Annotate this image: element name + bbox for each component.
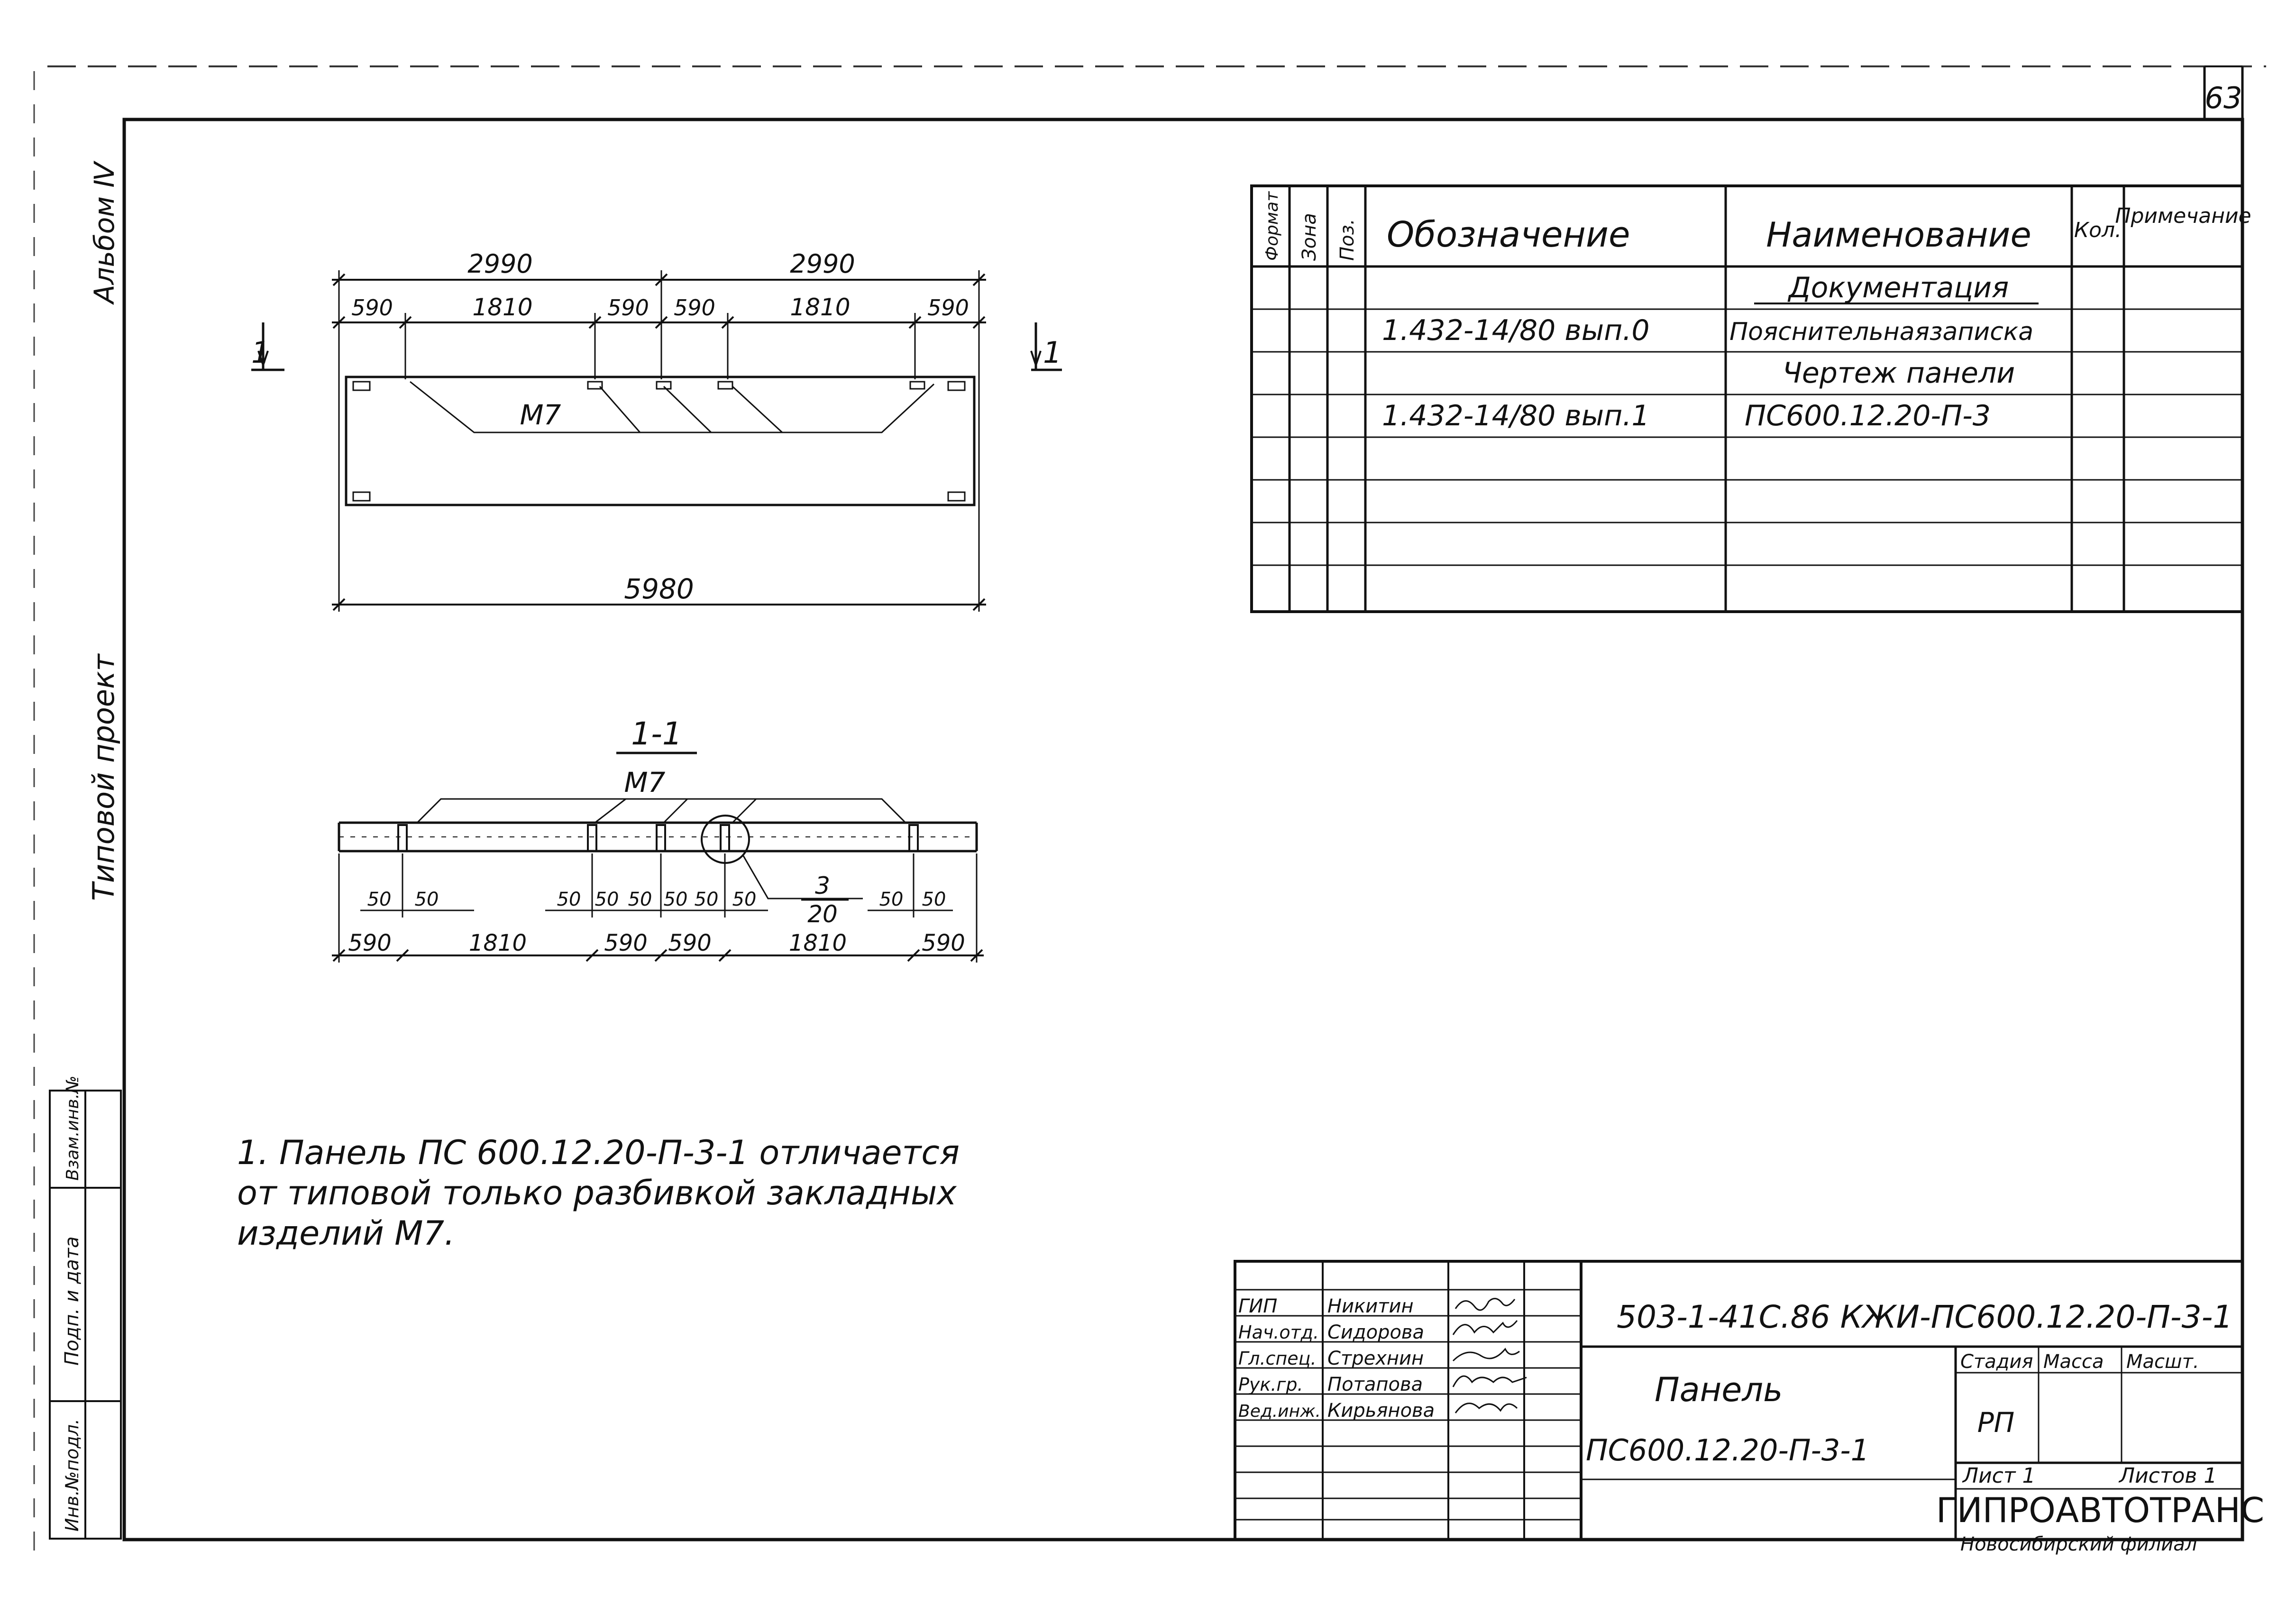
plan-dim-half-left: 2990 <box>467 249 532 279</box>
spec-row-4-name: ПС600.12.20-П-3 <box>1745 399 1991 432</box>
spec-header-note: Примечание <box>2115 204 2251 228</box>
sec-small-dim-5: 50 <box>628 889 652 910</box>
plan-embed-label: М7 <box>520 399 561 431</box>
signatures <box>1452 1298 1527 1413</box>
sec-small-dim-8: 50 <box>732 889 757 910</box>
spec-header-pos: Поз. <box>1336 219 1358 261</box>
spec-row-1-name: Документация <box>1787 271 2009 304</box>
note-line-3: изделий М7. <box>237 1214 455 1253</box>
tb-role-1: ГИП <box>1238 1295 1277 1317</box>
project-label: Типовой проект <box>86 653 121 901</box>
section-mark-left: 1 <box>251 335 270 370</box>
section-title: 1-1 <box>631 716 682 752</box>
sec-small-dim-9: 50 <box>879 889 904 910</box>
title-block <box>1234 1260 2244 1541</box>
sec-dim-seg-5: 1810 <box>789 930 847 956</box>
tb-name-1: Никитин <box>1327 1295 1414 1317</box>
tb-name-2: Сидорова <box>1327 1321 1424 1343</box>
plan-dim-seg-6: 590 <box>927 295 969 321</box>
tb-sheet: Лист 1 <box>1962 1464 2035 1488</box>
sec-small-dim-3: 50 <box>557 889 581 910</box>
section-embed-label: М7 <box>624 766 666 798</box>
sec-small-dim-2: 50 <box>415 889 439 910</box>
tb-role-3: Гл.спец. <box>1238 1348 1317 1369</box>
plan-dim-seg-2: 1810 <box>472 294 532 321</box>
tb-role-4: Рук.гр. <box>1238 1374 1303 1395</box>
tb-name-4: Потапова <box>1327 1374 1423 1395</box>
side-stamp <box>49 1090 122 1540</box>
plan-dim-half-right: 2990 <box>790 249 855 279</box>
tb-stage-value: РП <box>1977 1406 2015 1439</box>
tb-mass-header: Масса <box>2043 1351 2104 1373</box>
sec-small-dim-6: 50 <box>664 889 688 910</box>
spec-row-2-designation: 1.432-14/80 вып.0 <box>1382 314 1650 347</box>
plan-dim-seg-4: 590 <box>674 295 715 321</box>
tb-object-mark: ПС600.12.20-П-3-1 <box>1586 1433 1869 1468</box>
spec-table <box>1250 184 2244 613</box>
stamp-replace-inv: Взам.инв.№ <box>63 1075 82 1181</box>
plan-view <box>251 270 1062 612</box>
spec-header-qty: Кол. <box>2074 218 2122 242</box>
tb-name-5: Кирьянова <box>1327 1400 1435 1422</box>
stamp-inv-no: Инв.№подл. <box>62 1419 82 1532</box>
note-line-2: от типовой только разбивкой закладных <box>237 1174 957 1212</box>
spec-header-name: Наименование <box>1766 215 2031 255</box>
sec-small-dim-4: 50 <box>595 889 619 910</box>
plan-dim-seg-3: 590 <box>607 295 649 321</box>
plan-dim-total: 5980 <box>624 573 694 605</box>
tb-branch: Новосибирский филиал <box>1960 1533 2197 1555</box>
spec-header-designation: Обозначение <box>1387 214 1630 255</box>
plan-dim-seg-1: 590 <box>351 295 393 321</box>
callout-den: 20 <box>807 900 838 928</box>
tb-role-5: Вед.инж. <box>1238 1402 1321 1421</box>
note-line-1: 1. Панель ПС 600.12.20-П-3-1 отличается <box>237 1133 960 1172</box>
sec-dim-seg-2: 1810 <box>469 930 527 956</box>
sec-dim-seg-1: 590 <box>348 930 392 956</box>
sec-dim-seg-6: 590 <box>922 930 965 956</box>
album-label: Альбом Ⅳ <box>88 161 120 305</box>
plan-dim-seg-5: 1810 <box>790 294 850 321</box>
sec-small-dim-10: 50 <box>922 889 946 910</box>
sec-small-dim-1: 50 <box>367 889 392 910</box>
sheet-number: 63 <box>2205 81 2242 115</box>
tb-stage-header: Стадия <box>1960 1351 2033 1373</box>
spec-row-4-designation: 1.432-14/80 вып.1 <box>1382 399 1650 432</box>
spec-header-zone: Зона <box>1299 213 1320 261</box>
tb-code: 503-1-41С.86 КЖИ-ПС600.12.20-П-3-1 <box>1617 1299 2232 1335</box>
spec-row-2-name: Пояснительнаязаписка <box>1729 318 2033 346</box>
section-view <box>332 798 984 963</box>
sec-dim-seg-3: 590 <box>604 930 648 956</box>
tb-object-name: Панель <box>1655 1370 1783 1409</box>
tb-organization: ГИПРОАВТОТРАНС <box>1936 1490 2264 1530</box>
tb-scale-header: Масшт. <box>2126 1351 2199 1373</box>
tb-name-3: Стрехнин <box>1327 1348 1424 1369</box>
sec-small-dim-7: 50 <box>695 889 719 910</box>
tb-sheets: Листов 1 <box>2118 1464 2217 1488</box>
callout-num: 3 <box>815 872 830 899</box>
sec-dim-seg-4: 590 <box>668 930 712 956</box>
tb-role-2: Нач.отд. <box>1238 1322 1319 1343</box>
section-mark-right: 1 <box>1043 335 1061 370</box>
spec-header-format: Формат <box>1262 191 1282 261</box>
sheet-frame <box>122 65 2244 1541</box>
spec-row-3-name: Чертеж панели <box>1783 357 2015 390</box>
stamp-sign-date: Подп. и дата <box>61 1237 83 1366</box>
